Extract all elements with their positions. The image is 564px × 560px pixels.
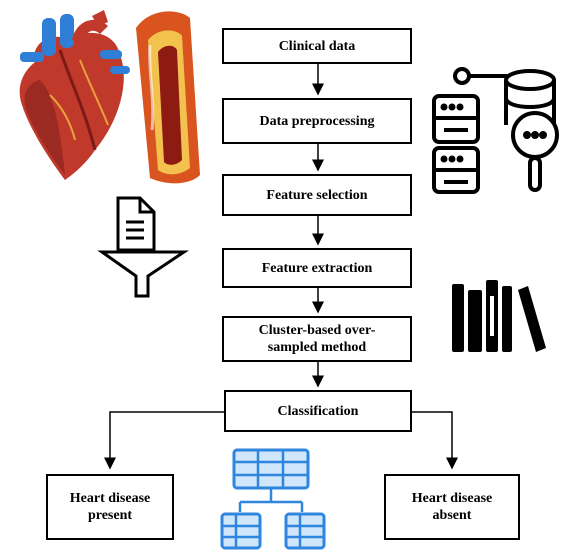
feature-selection-box: Feature selection (222, 174, 412, 216)
heart-disease-present-label: Heart disease present (69, 491, 151, 523)
heart-disease-absent-label: Heart disease absent (411, 491, 493, 523)
branch-left (104, 411, 224, 470)
artery-icon (136, 11, 200, 184)
branch-right (412, 411, 458, 470)
document-filter-icon (97, 196, 189, 298)
classification-label: Classification (277, 403, 359, 419)
cluster-method-box: Cluster-based over- sampled method (222, 316, 412, 362)
table-hierarchy-icon (220, 448, 326, 550)
data-preprocessing-label: Data preprocessing (259, 113, 375, 129)
database-search-icon (432, 67, 559, 194)
heart-disease-absent-box: Heart disease absent (384, 474, 520, 540)
data-preprocessing-box: Data preprocessing (222, 98, 412, 144)
cluster-method-label: Cluster-based over- sampled method (258, 323, 376, 355)
heart-disease-present-box: Heart disease present (46, 474, 174, 540)
heart-icon (19, 10, 130, 180)
clinical-data-label: Clinical data (278, 38, 356, 54)
feature-extraction-label: Feature extraction (261, 260, 373, 276)
clinical-data-box: Clinical data (222, 28, 412, 64)
classification-box: Classification (224, 390, 412, 432)
books-icon (452, 280, 546, 352)
feature-selection-label: Feature selection (266, 187, 368, 203)
feature-extraction-box: Feature extraction (222, 248, 412, 288)
